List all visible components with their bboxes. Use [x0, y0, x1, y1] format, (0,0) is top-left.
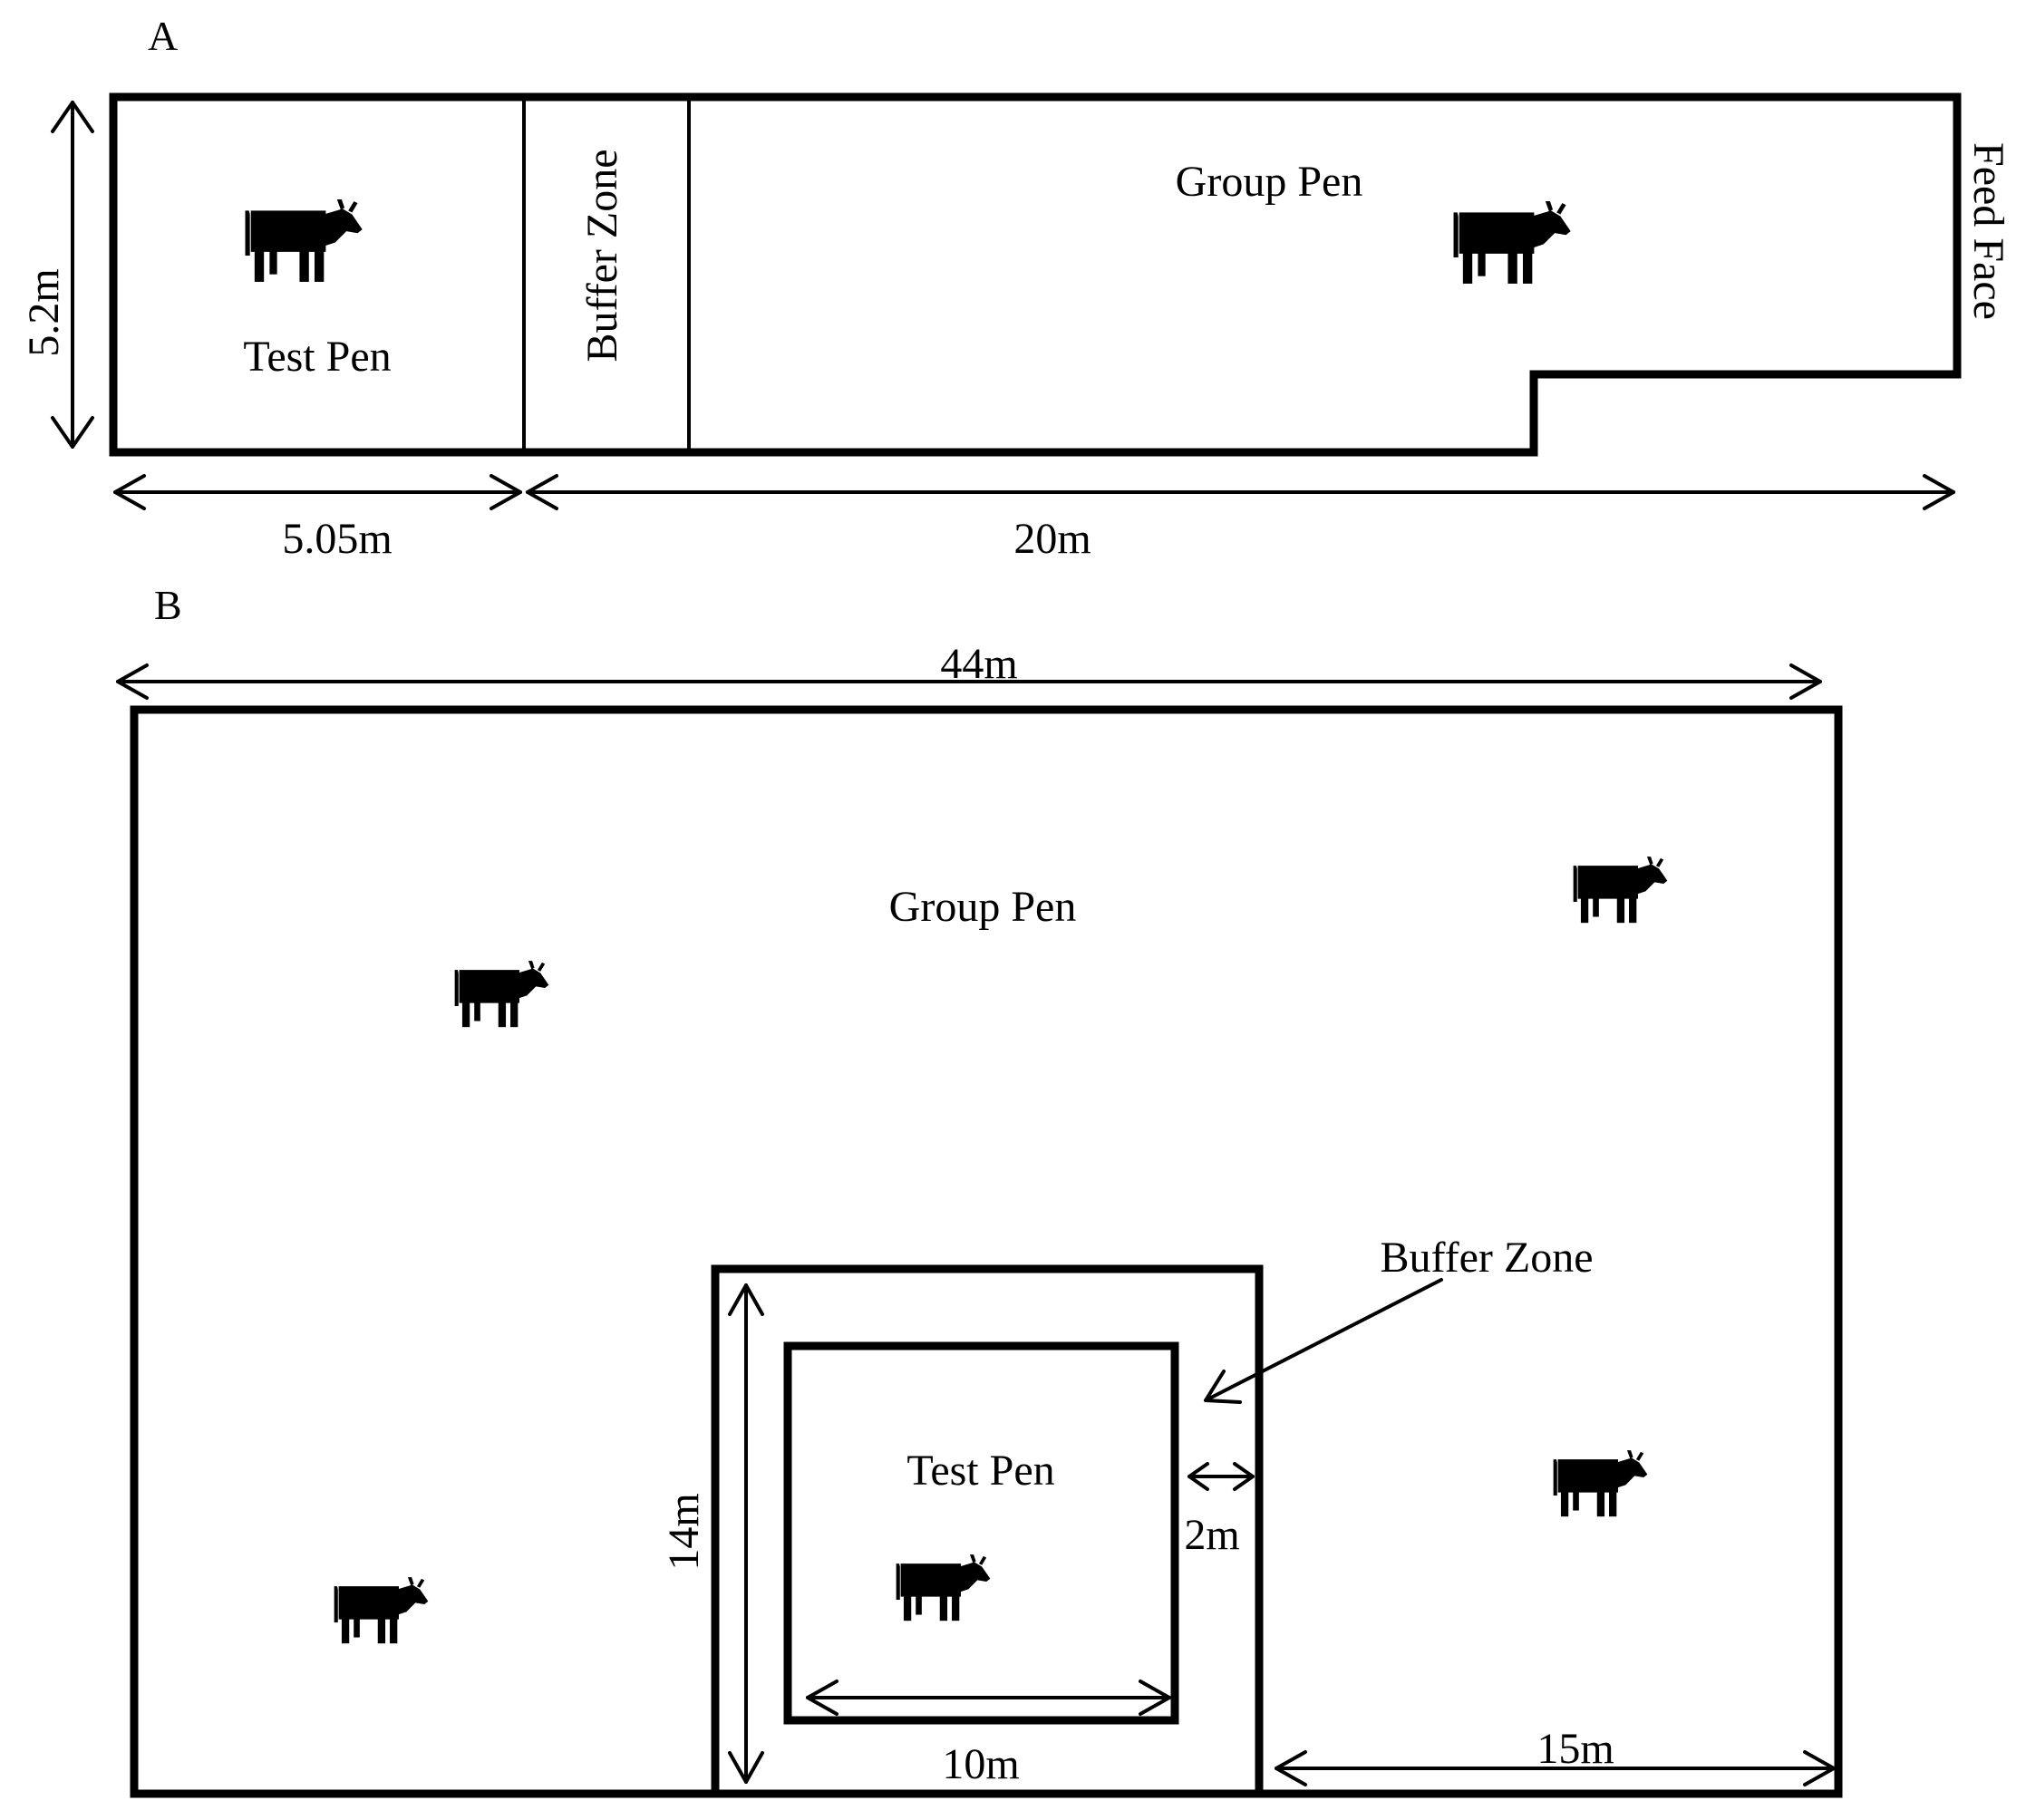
- panel-b: B 44m Group Pen Buffer Zone Test Pen: [116, 582, 1843, 1798]
- panel-b-test-width-dimension: [806, 1680, 1171, 1716]
- panel-b-letter: B: [154, 582, 182, 628]
- panel-b-buffer-gap-dimension: [1187, 1462, 1255, 1491]
- panel-b-test-width-label: 10m: [942, 1740, 1019, 1788]
- panel-a: A Test Pen Buffer Zone Group Pen Feed Fa…: [20, 13, 2012, 563]
- panel-b-buffer-gap-label: 2m: [1184, 1511, 1239, 1559]
- panel-a-group-pen-label: Group Pen: [1176, 158, 1363, 206]
- panel-a-height-dimension: [51, 101, 94, 449]
- panel-b-total-width-dimension: [116, 663, 1822, 700]
- panel-b-group-pen-label: Group Pen: [889, 883, 1077, 931]
- panel-a-height-label: 5.2m: [20, 268, 68, 356]
- panel-b-buffer-height-dimension: [728, 1283, 764, 1784]
- cow-icon: [1553, 1450, 1648, 1517]
- panel-b-right-width-dimension: [1275, 1750, 1836, 1786]
- panel-a-test-pen-label: Test Pen: [243, 333, 391, 381]
- panel-a-letter: A: [148, 13, 178, 59]
- panel-b-buffer-zone-pointer: [1204, 1278, 1443, 1404]
- cow-icon: [334, 1577, 429, 1644]
- panel-a-test-width-label: 5.05m: [282, 515, 392, 563]
- cow-icon: [896, 1554, 991, 1622]
- panel-a-buffer-zone-label: Buffer Zone: [578, 149, 626, 362]
- panel-b-buffer-zone-label: Buffer Zone: [1380, 1234, 1593, 1282]
- panel-b-buffer-height-label: 14m: [660, 1493, 708, 1570]
- panel-b-total-width-label: 44m: [940, 640, 1017, 688]
- panel-a-group-width-label: 20m: [1013, 515, 1091, 563]
- panel-b-test-pen-label: Test Pen: [906, 1447, 1054, 1495]
- panel-a-group-width-dimension: [526, 474, 1955, 510]
- panel-b-test-pen-outline: [783, 1341, 1179, 1725]
- cow-icon: [1453, 201, 1571, 284]
- panel-a-test-width-dimension: [113, 474, 522, 510]
- panel-a-feed-face-label: Feed Face: [1964, 142, 2012, 320]
- cow-icon: [245, 199, 363, 282]
- panel-a-outline: [109, 92, 1962, 457]
- cow-icon: [1573, 857, 1668, 924]
- cow-icon: [454, 961, 549, 1028]
- panel-b-buffer-zone-outline: [711, 1264, 1264, 1798]
- panel-b-right-width-label: 15m: [1536, 1725, 1614, 1773]
